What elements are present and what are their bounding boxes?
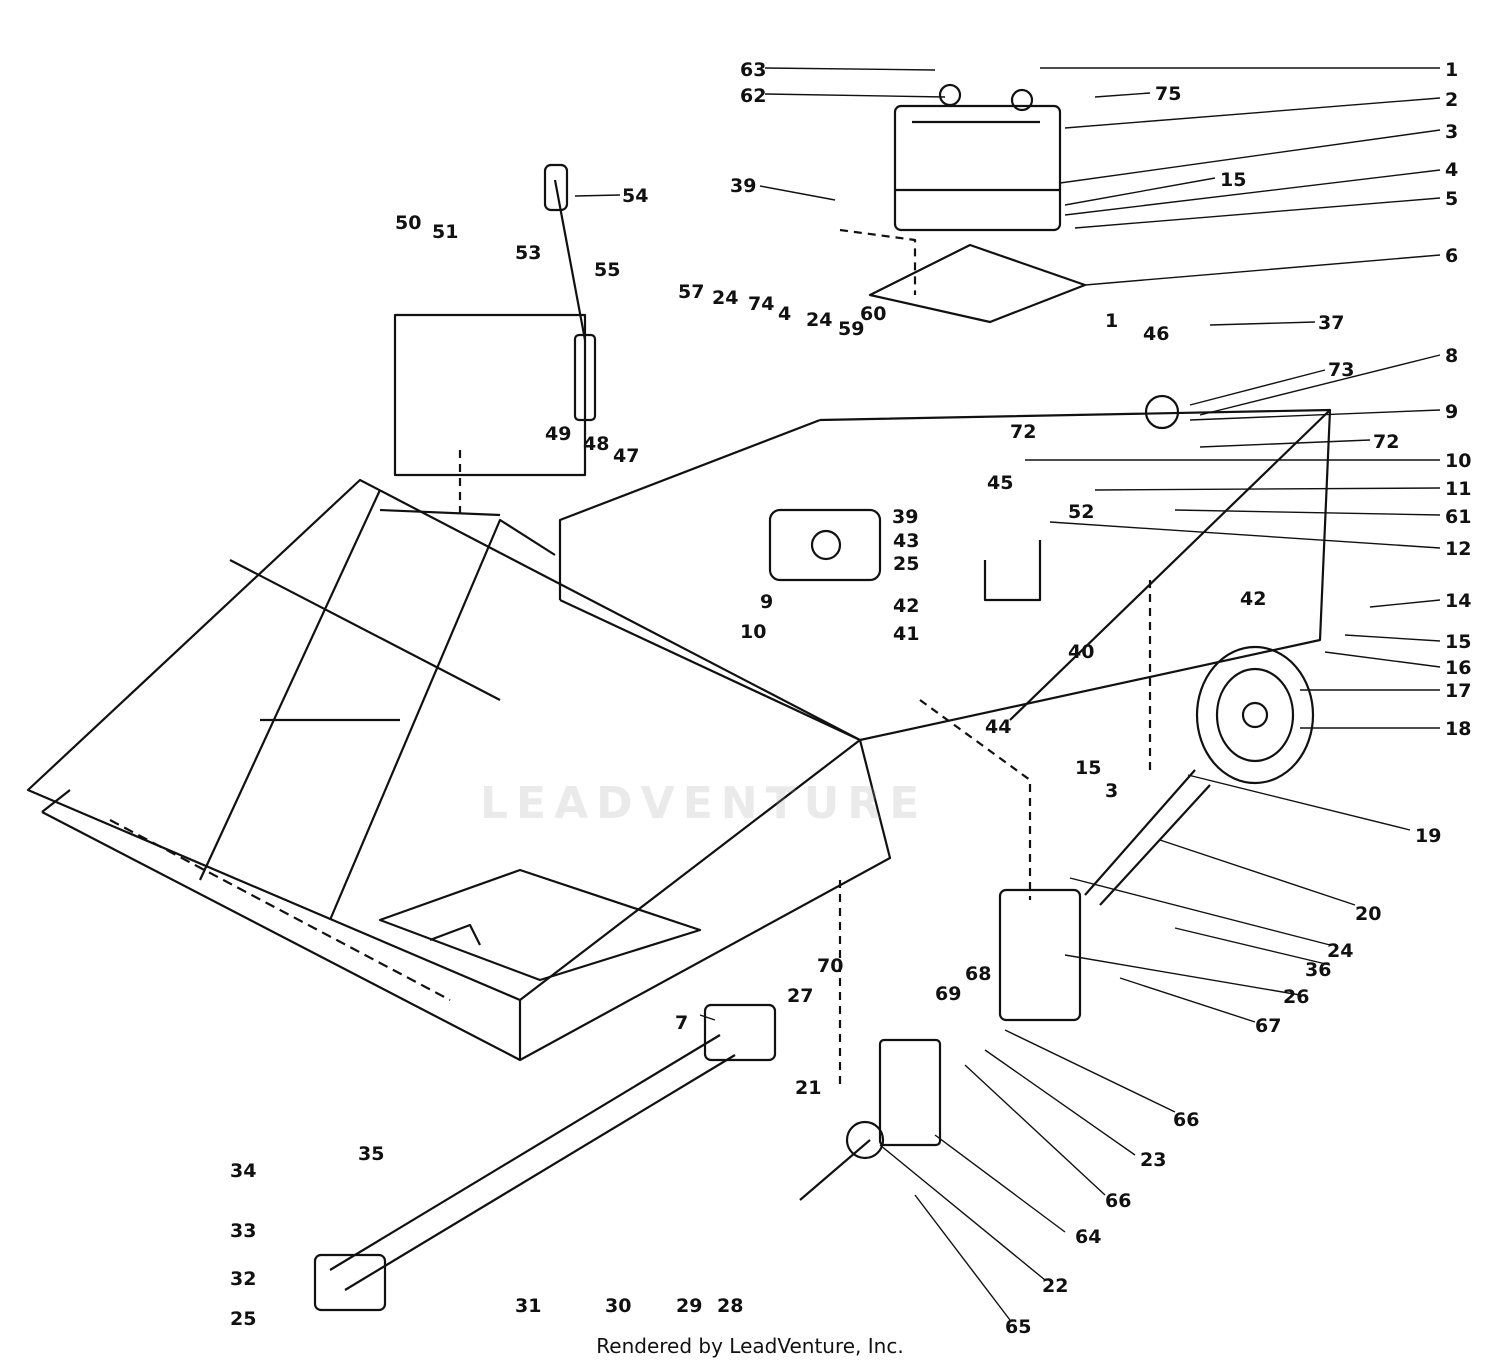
callout-label: 2 (1445, 89, 1458, 111)
callout-label: 3 (1445, 121, 1458, 143)
callout-label: 72 (1010, 421, 1036, 443)
callout-label: 20 (1355, 903, 1381, 925)
callout-label: 1 (1445, 59, 1458, 81)
callout-label: 65 (1005, 1316, 1031, 1338)
callout-label: 35 (358, 1143, 384, 1165)
callout-label: 49 (545, 423, 571, 445)
callout-label: 4 (1445, 159, 1458, 181)
callout-label: 72 (1373, 431, 1399, 453)
callout-label: 31 (515, 1295, 541, 1317)
callout-label: 42 (1240, 588, 1266, 610)
callout-label: 36 (1305, 959, 1331, 981)
callout-label: 8 (1445, 345, 1458, 367)
callout-label: 39 (892, 506, 918, 528)
callout-label: 44 (985, 716, 1011, 738)
callout-label: 25 (893, 553, 919, 575)
callout-label: 70 (817, 955, 843, 977)
callout-label: 16 (1445, 657, 1471, 679)
callout-label: 24 (1327, 940, 1353, 962)
callout-label: 45 (987, 472, 1013, 494)
callout-label: 25 (230, 1308, 256, 1330)
callout-label: 17 (1445, 680, 1471, 702)
callout-label: 62 (740, 85, 766, 107)
callout-label: 18 (1445, 718, 1471, 740)
callout-label: 33 (230, 1220, 256, 1242)
callout-label: 46 (1143, 323, 1169, 345)
callout-label: 10 (740, 621, 766, 643)
callout-label: 51 (432, 221, 458, 243)
callout-label: 53 (515, 242, 541, 264)
callout-label: 34 (230, 1160, 256, 1182)
callout-label: 68 (965, 963, 991, 985)
leader-lines (574, 67, 1441, 1321)
callout-label: 4 (778, 303, 791, 325)
callout-label: 9 (1445, 401, 1458, 423)
callout-label: 15 (1220, 169, 1246, 191)
callout-label: 14 (1445, 590, 1471, 612)
callout-label: 26 (1283, 986, 1309, 1008)
callout-label: 28 (717, 1295, 743, 1317)
callout-label: 57 (678, 281, 704, 303)
callout-label: 66 (1105, 1190, 1131, 1212)
callout-label: 29 (676, 1295, 702, 1317)
callout-label: 63 (740, 59, 766, 81)
callout-label: 40 (1068, 641, 1094, 663)
frame-drawing (26, 83, 1332, 1312)
callout-label: 39 (730, 175, 756, 197)
callout-label: 30 (605, 1295, 631, 1317)
footer-credit: Rendered by LeadVenture, Inc. (596, 1334, 904, 1358)
callout-label: 15 (1075, 757, 1101, 779)
callout-label: 66 (1173, 1109, 1199, 1131)
callout-label: 61 (1445, 506, 1471, 528)
callout-label: 15 (1445, 631, 1471, 653)
callout-label: 64 (1075, 1226, 1101, 1248)
callout-label: 32 (230, 1268, 256, 1290)
callout-label: 12 (1445, 538, 1471, 560)
callout-label: 69 (935, 983, 961, 1005)
callout-label: 1 (1105, 310, 1118, 332)
callout-label: 10 (1445, 450, 1471, 472)
callout-label: 60 (860, 303, 886, 325)
callout-label: 47 (613, 445, 639, 467)
callout-label: 42 (893, 595, 919, 617)
callout-label: 27 (787, 985, 813, 1007)
callout-label: 41 (893, 623, 919, 645)
callout-label: 67 (1255, 1015, 1281, 1037)
callout-label: 50 (395, 212, 421, 234)
callout-label: 7 (675, 1012, 688, 1034)
callout-label: 52 (1068, 501, 1094, 523)
callout-label: 22 (1042, 1275, 1068, 1297)
watermark: LEADVENTURE (480, 778, 928, 829)
callout-label: 3 (1105, 780, 1118, 802)
callout-label: 19 (1415, 825, 1441, 847)
callout-label: 6 (1445, 245, 1458, 267)
callout-label: 21 (795, 1077, 821, 1099)
callout-label: 75 (1155, 83, 1181, 105)
callout-label: 11 (1445, 478, 1471, 500)
callout-label: 24 (806, 309, 832, 331)
callout-label: 43 (893, 530, 919, 552)
callout-label: 48 (583, 433, 609, 455)
callout-label: 55 (594, 259, 620, 281)
callout-label: 59 (838, 318, 864, 340)
callout-label: 23 (1140, 1149, 1166, 1171)
callout-label: 54 (622, 185, 648, 207)
callout-label: 37 (1318, 312, 1344, 334)
callout-labels: 63 62 1 75 2 3 15 4 5 39 6 54 50 51 53 5… (230, 59, 1471, 1338)
callout-label: 74 (748, 293, 774, 315)
callout-label: 73 (1328, 359, 1354, 381)
callout-label: 24 (712, 287, 738, 309)
callout-label: 9 (760, 591, 773, 613)
callout-label: 5 (1445, 188, 1458, 210)
